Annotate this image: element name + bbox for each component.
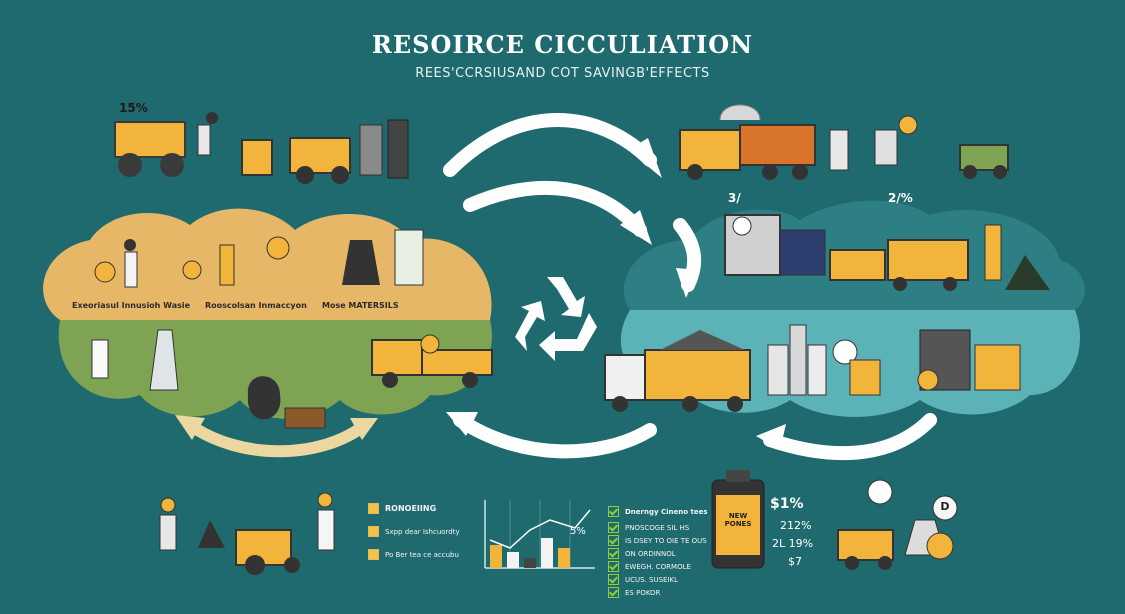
checkmark-icon bbox=[608, 506, 619, 517]
page-subtitle: REES'CCRSIUSAND COT SAVINGB'EFFECTS bbox=[415, 66, 710, 81]
checkmark-icon bbox=[608, 522, 619, 533]
left-cloud-label-3: Mose MATERSILS bbox=[322, 301, 399, 310]
panel-a-bullet-icon bbox=[368, 549, 379, 560]
checkmark-icon bbox=[608, 535, 619, 546]
bottom-chart-percent: 5% bbox=[570, 526, 586, 537]
bottom-panel-b-row: ON ORDINNOL bbox=[608, 548, 708, 559]
left-top-cloud-scene bbox=[94, 229, 424, 288]
right-bottom-cloud-scene bbox=[604, 324, 1021, 412]
top-left-scene bbox=[114, 112, 409, 184]
badge-letter: D bbox=[940, 500, 950, 513]
bottom-panel-b-row: IS DSEY TO OIE TE OUS bbox=[608, 535, 708, 546]
bottom-bar-chart bbox=[484, 500, 595, 569]
bottom-panel-b-row: PNOSCOGE SIL HS bbox=[608, 522, 708, 533]
bottom-panel-b-row: EWEGH. CORMOLE bbox=[608, 561, 708, 572]
bottom-panel-b-row: ES POKOR bbox=[608, 587, 708, 598]
checkmark-icon bbox=[608, 574, 619, 585]
arrow-top-right bbox=[443, 113, 657, 177]
panel-a-bullet-icon bbox=[368, 503, 379, 514]
panel-a-bullet-icon bbox=[368, 526, 379, 537]
recycle-icon bbox=[515, 277, 597, 361]
right-percent-b: 2/% bbox=[888, 191, 913, 205]
bottom-panel-b-row: UCUS. SUSEIKL bbox=[608, 574, 708, 585]
checkmark-icon bbox=[608, 548, 619, 559]
stat-line-3: 2L 19% bbox=[772, 537, 814, 550]
arrow-bottom-right bbox=[763, 413, 937, 461]
top-left-percent: 15% bbox=[119, 101, 148, 115]
product-can-label: NEW PONES bbox=[724, 512, 752, 528]
bottom-panel-a: RONOEIING Sxpp dear Ishcuordty Po Ber te… bbox=[368, 503, 478, 560]
bottom-panel-a-row: Po Ber tea ce accubu bbox=[368, 549, 478, 560]
bottom-panel-b-header-row: Dnerngy Cineno tees bbox=[608, 506, 708, 517]
flow-arrows bbox=[443, 113, 937, 461]
stat-line-1: $1% bbox=[770, 496, 804, 512]
stat-line-4: $7 bbox=[788, 555, 802, 568]
bottom-panel-a-header: RONOEIING bbox=[385, 504, 437, 513]
arrow-bottom-left bbox=[453, 413, 657, 459]
stat-line-2: 212% bbox=[780, 519, 812, 532]
page-title: RESOIRCE CICCULIATION bbox=[371, 30, 754, 59]
bottom-panel-a-header-row: RONOEIING bbox=[368, 503, 478, 514]
bottom-panel-a-row: Sxpp dear Ishcuordty bbox=[368, 526, 478, 537]
checkmark-icon bbox=[608, 587, 619, 598]
arrow-mid-right bbox=[463, 180, 647, 237]
bottom-panel-b-header: Dnerngy Cineno tees bbox=[625, 507, 708, 516]
bottom-left-scene bbox=[159, 492, 335, 575]
left-bottom-cloud-scene bbox=[91, 329, 493, 429]
bottom-right-scene bbox=[837, 479, 958, 570]
top-right-scene bbox=[679, 104, 1009, 180]
bottom-panel-b: Dnerngy Cineno tees PNOSCOGE SIL HS IS D… bbox=[608, 506, 708, 598]
left-cloud-label-1: Exeoriasul Innusioh Wasie bbox=[72, 301, 191, 310]
product-can-icon bbox=[711, 470, 765, 569]
beige-arrow bbox=[175, 415, 378, 458]
right-percent-a: 3/ bbox=[728, 191, 741, 205]
checkmark-icon bbox=[608, 561, 619, 572]
arrow-heads bbox=[446, 138, 786, 450]
right-top-cloud-scene bbox=[724, 214, 1050, 291]
left-cloud-label-2: Rooscolsan Inmaccyon bbox=[205, 301, 307, 310]
